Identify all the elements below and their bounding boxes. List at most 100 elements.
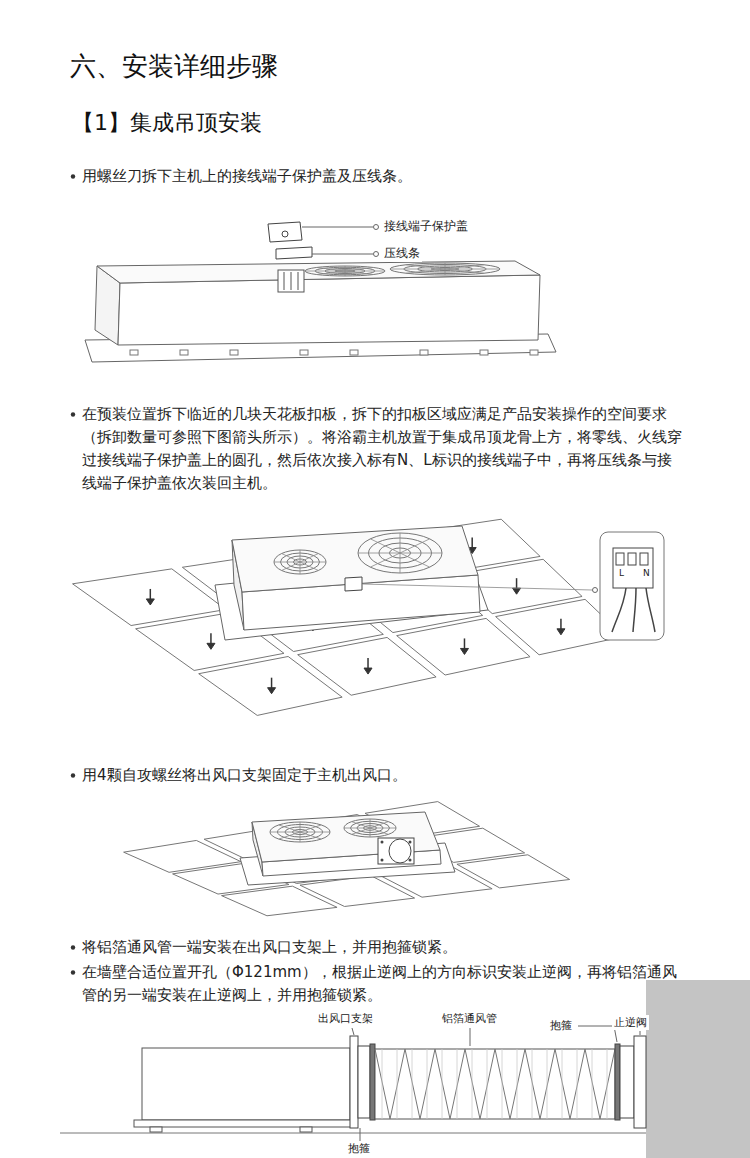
arrow-head — [146, 599, 154, 605]
section-heading: 【1】集成吊顶安装 — [72, 108, 262, 139]
fan-spoke — [390, 269, 445, 270]
unit-front — [118, 275, 540, 345]
arrow-head — [364, 668, 372, 674]
fan-spoke — [370, 553, 400, 567]
terminal-screw — [616, 553, 624, 565]
leader-line — [470, 1028, 471, 1046]
fan-spoke — [370, 828, 388, 834]
down-arrow — [210, 633, 212, 644]
terminal-slot — [284, 272, 285, 290]
fan-grille — [274, 550, 326, 574]
fan-spoke — [445, 269, 484, 273]
wire — [646, 588, 655, 632]
bullet-dot — [71, 773, 75, 777]
fan-spoke — [300, 832, 321, 839]
leader-line — [578, 1026, 614, 1027]
terminal-slot — [298, 272, 299, 290]
fan-spoke — [400, 553, 401, 573]
duct-coil — [375, 1049, 615, 1119]
leader-end — [374, 225, 379, 230]
down-arrow — [471, 538, 473, 549]
fan-spoke — [317, 267, 345, 271]
terminal-screw — [640, 553, 648, 565]
unit-foot — [350, 350, 358, 355]
fan-spoke — [445, 269, 446, 275]
fan-spoke — [370, 822, 388, 828]
fan-spoke — [370, 539, 400, 553]
screw — [381, 841, 384, 844]
fan-spoke — [370, 828, 396, 829]
fan-spoke — [300, 550, 301, 562]
fan-spoke — [300, 562, 318, 570]
bullet-dot — [71, 412, 75, 416]
part-name: 抱箍 — [346, 1141, 372, 1156]
terminal-block — [613, 548, 653, 588]
fan-spoke — [358, 553, 400, 554]
wire — [633, 588, 636, 632]
part-name: 压线条 — [382, 245, 422, 262]
terminal-screw — [628, 553, 636, 565]
main-unit-figure — [85, 222, 556, 362]
unit-body — [142, 1048, 350, 1120]
duct-rib — [442, 1049, 443, 1119]
duct-rib — [487, 1049, 488, 1119]
fan-spoke — [345, 267, 373, 271]
fan-spoke — [400, 539, 430, 553]
down-arrow — [560, 619, 562, 630]
wiring-inset — [600, 532, 664, 640]
terminal-block — [278, 270, 304, 292]
terminal-slot — [291, 272, 292, 290]
leader-line — [302, 227, 373, 228]
duct-rib — [607, 1049, 608, 1119]
clamp — [615, 1044, 620, 1120]
fan-spoke — [300, 562, 326, 563]
clamp — [370, 1044, 375, 1120]
fan-spoke — [345, 266, 346, 271]
fan-spoke — [300, 554, 318, 562]
screw — [381, 859, 384, 862]
fan-grille — [390, 263, 500, 275]
fan-spoke — [400, 533, 401, 553]
fan-spoke — [352, 828, 370, 834]
unit-foot — [130, 350, 138, 355]
down-arrow — [271, 678, 273, 689]
terminal-mark: N — [643, 567, 650, 580]
duct-rib — [412, 1049, 413, 1119]
terminal-cover — [345, 577, 362, 591]
unit-top — [97, 261, 540, 283]
duct-rib — [397, 1049, 398, 1119]
unit-flange — [134, 1120, 356, 1127]
duct-rib — [532, 1049, 533, 1119]
duct-figure — [60, 980, 750, 1158]
unit-foot — [530, 350, 538, 355]
duct-rib — [592, 1049, 593, 1119]
fan-grille — [344, 819, 396, 837]
duct-rib — [472, 1049, 473, 1119]
arrow-head — [513, 588, 521, 594]
wall — [646, 980, 750, 1158]
duct-rib — [517, 1049, 518, 1119]
wire — [612, 588, 626, 632]
bullet-dot — [71, 174, 75, 178]
part-name: 铝箔通风管 — [440, 1011, 499, 1026]
step-text: 在预装位置拆下临近的几块天花板扣板，拆下的扣板区域应满足产品安装操作的空间要求（… — [82, 403, 682, 495]
fan-grille — [358, 533, 442, 573]
fan-spoke — [300, 825, 321, 832]
fan-spoke — [282, 562, 300, 570]
wire-clamp — [276, 247, 312, 259]
fan-spoke — [445, 269, 500, 270]
outlet-bracket — [350, 1036, 358, 1128]
fan-spoke — [300, 832, 330, 833]
unit-top — [232, 526, 478, 592]
fan-spoke — [282, 554, 300, 562]
fan-grille — [305, 266, 385, 276]
screw — [409, 859, 412, 862]
screw — [409, 841, 412, 844]
fan-spoke — [344, 828, 370, 829]
ceiling-figure — [73, 519, 664, 715]
fan-spoke — [370, 828, 371, 837]
page-title: 六、安装详细步骤 — [70, 48, 278, 84]
part-name: 抱箍 — [548, 1018, 574, 1033]
down-arrow — [367, 658, 369, 669]
step-text: 将铝箔通风管一端安装在出风口支架上，并用抱箍锁紧。 — [82, 937, 732, 958]
